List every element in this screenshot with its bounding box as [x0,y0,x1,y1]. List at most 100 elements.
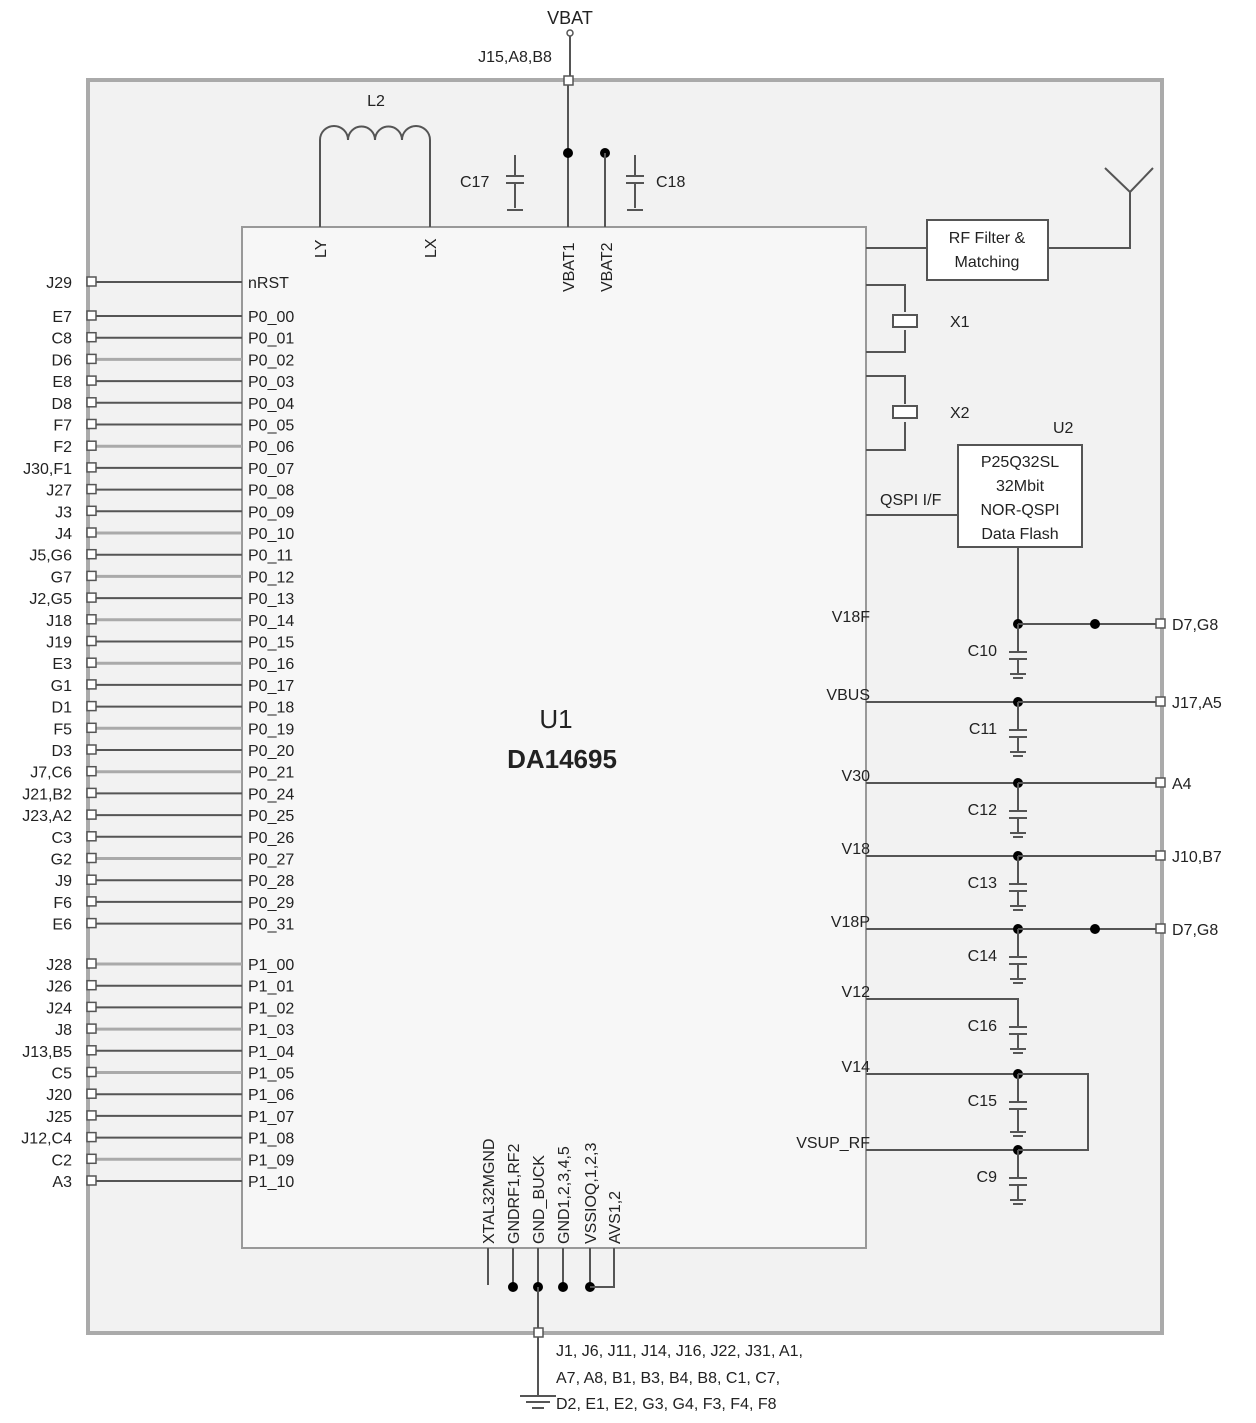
pin-p0_19-pin: P0_19 [248,721,294,738]
pin-p0_27-ball: G2 [51,852,72,869]
pin-p0_13-pin: P0_13 [248,591,294,608]
pin-p0_31-ball: E6 [52,917,72,934]
c18-label: C18 [656,174,685,191]
pin-p1_02-ball: J24 [46,1000,72,1017]
pin-p1_03-ball: J8 [55,1022,72,1039]
pin-p1_08-pin: P1_08 [248,1131,294,1148]
pin-nrst-pin: nRST [248,275,289,292]
x1-label: X1 [950,314,970,331]
pin-p1_03-connector [86,1023,97,1034]
pin-p1_06-connector [86,1088,97,1099]
pin-p0_19-connector [86,722,97,734]
net-vbus-ball: J17,A5 [1172,695,1222,712]
pin-p0_02-pin: P0_02 [248,352,294,369]
pin-p0_20-ball: D3 [52,743,73,760]
flash-text-line: Data Flash [981,526,1058,543]
pin-p0_06-ball: F2 [53,439,72,456]
net-v18-cap-label: C13 [968,875,997,892]
ground-junction [508,1282,518,1292]
net-v12-cap-label: C16 [968,1018,997,1035]
pin-nrst-connector [86,276,97,287]
net-v18-ball: J10,B7 [1172,849,1222,866]
net-v30-connector [1155,777,1166,788]
ground-icon [1010,1048,1026,1054]
pin-p0_00-pin: P0_00 [248,309,294,326]
net-v18p-label: V18P [831,914,870,931]
pin-ly: LY [313,239,330,258]
pin-p1_10-ball: A3 [52,1174,72,1191]
pin-p1_09-pin: P1_09 [248,1152,294,1169]
flash-text-line: P25Q32SL [981,454,1059,471]
pin-p0_08-connector [86,483,97,495]
pin-p0_18-connector [86,700,97,712]
pin-p0_26-ball: C3 [52,830,73,847]
pin-p1_05-ball: C5 [52,1066,73,1083]
pin-p0_09-ball: J3 [55,504,72,521]
pin-p0_18-pin: P0_18 [248,700,294,717]
flash-u2 [957,444,1083,548]
net-vbus-connector [1155,696,1166,707]
pin-vbat2: VBAT2 [599,242,616,292]
net-v14-label: V14 [842,1059,871,1076]
chip-part: DA14695 [507,744,617,774]
ground-icon [1010,673,1026,679]
pin-p1_01-ball: J26 [46,979,72,996]
pin-p0_28-connector [86,874,97,885]
rf-filter-box [926,219,1049,281]
pin-p0_29-connector [86,896,97,907]
pin-p0_00-ball: E7 [52,309,72,326]
ground-connector [533,1327,544,1338]
ground-icon [1010,905,1026,911]
pin-bottom-2: GND_BUCK [531,1155,548,1244]
pin-p0_16-pin: P0_16 [248,656,294,673]
vbat-label: VBAT [547,8,593,28]
pin-p0_14-connector [86,614,97,625]
pin-p1_04-ball: J13,B5 [22,1044,72,1061]
pin-p0_21-connector [86,765,97,777]
pin-p1_00-connector [86,958,97,969]
ground-balls-1: J1, J6, J11, J14, J16, J22, J31, A1, [556,1343,803,1360]
pin-p0_16-connector [86,657,97,668]
pin-p0_05-connector [86,418,97,430]
pin-p0_17-ball: G1 [51,678,72,695]
flash-text-line: 32Mbit [996,478,1045,495]
pin-p0_24-pin: P0_24 [248,786,294,803]
pin-bottom-5: AVS1,2 [607,1191,624,1244]
ground-junction [558,1282,568,1292]
pin-p0_29-ball: F6 [53,895,72,912]
pin-p0_07-pin: P0_07 [248,461,294,478]
ground-icon [1010,832,1026,838]
pin-p1_08-ball: J12,C4 [21,1131,72,1148]
net-v14-cap-label: C15 [968,1093,997,1110]
net-vbus-cap-label: C11 [969,721,997,738]
pin-p0_02-connector [86,353,97,365]
net-v30-label: V30 [842,768,871,785]
pin-p0_31-connector [86,917,97,929]
x2-label: X2 [950,405,970,422]
pin-p0_05-ball: F7 [53,418,72,435]
qspi-label: QSPI I/F [880,492,942,509]
pin-bottom-4: VSSIOQ,1,2,3 [583,1143,600,1244]
net-v18p-ball: D7,G8 [1172,922,1218,939]
pin-bottom-3: GND1,2,3,4,5 [556,1146,573,1244]
net-v18-connector [1155,850,1166,861]
pin-p1_05-pin: P1_05 [248,1066,294,1083]
pin-p0_12-connector [86,570,97,582]
net-v18f-ball: D7,G8 [1172,617,1218,634]
c17-label: C17 [460,174,489,191]
pin-p1_04-connector [86,1045,97,1056]
vbat-pins: J15,A8,B8 [478,49,552,66]
ground-balls-2: A7, A8, B1, B3, B4, B8, C1, C7, [556,1370,780,1387]
pin-p0_29-pin: P0_29 [248,895,294,912]
net-v18-label: V18 [842,841,871,858]
net-v18f-label: V18F [832,609,870,626]
net-vsup_rf-cap-label: C9 [977,1169,998,1186]
pin-p0_17-pin: P0_17 [248,678,294,695]
pin-p0_28-pin: P0_28 [248,873,294,890]
pin-p0_04-connector [86,397,97,408]
pin-p0_06-connector [86,440,97,451]
pin-p0_12-ball: G7 [51,569,72,586]
crystal-x1 [866,284,918,353]
net-v30-ball: A4 [1172,776,1192,793]
